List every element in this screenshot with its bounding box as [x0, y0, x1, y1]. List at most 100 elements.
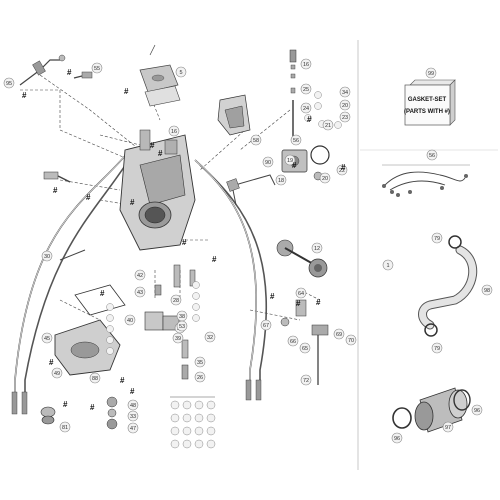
hash-mark: #	[86, 193, 91, 202]
callout-bubble	[300, 102, 312, 114]
callout-label: 45	[44, 336, 50, 342]
hose-ends	[11, 379, 262, 415]
callout-c47: 47	[127, 422, 139, 434]
callout-label: 16	[171, 129, 177, 135]
callout-c12: 12	[311, 242, 323, 254]
callout-bubble	[134, 286, 146, 298]
callout-bubble	[260, 319, 272, 331]
callout-c70: 70	[345, 334, 357, 346]
callout-label: 69	[336, 332, 342, 338]
callout-bubble	[175, 66, 187, 78]
callout-c42: 42	[134, 269, 146, 281]
callout-label: 64	[298, 291, 304, 297]
gasket-set-box: GASKET-SET (PARTS WITH #) 99	[404, 67, 456, 126]
callout-c33: 33	[127, 410, 139, 422]
callout-c24: 24	[300, 102, 312, 114]
callout-bubble	[250, 134, 262, 146]
callout-label: 58	[253, 138, 259, 144]
callout-c97: 97	[442, 421, 454, 433]
callout-label: 98	[484, 288, 490, 294]
callout-label: 35	[197, 360, 203, 366]
callout-label: 32	[207, 335, 213, 341]
callout-c34: 34	[339, 86, 351, 98]
callout-c32: 32	[204, 331, 216, 343]
callout-c48: 48	[127, 399, 139, 411]
callout-c66: 66	[287, 335, 299, 347]
callout-bubble	[431, 342, 443, 354]
callout-label: 49	[54, 371, 60, 377]
callout-label: 39	[175, 336, 181, 342]
callout-bubble	[425, 67, 437, 79]
callout-label: 67	[263, 323, 269, 329]
small-parts-column	[106, 281, 200, 355]
callout-label: 20	[342, 103, 348, 109]
callout-label: 43	[137, 290, 143, 296]
callout-c16a: 16	[300, 58, 312, 70]
hash-mark: #	[292, 161, 297, 170]
callout-bubble	[290, 134, 302, 146]
callout-c21: 21	[322, 119, 334, 131]
callout-label: 26	[197, 375, 203, 381]
carburetor-body	[119, 129, 196, 251]
bracket-part-95	[19, 54, 66, 86]
callout-bubble	[333, 328, 345, 340]
hash-mark: #	[296, 299, 301, 308]
bolt-parts	[181, 339, 189, 380]
callout-label: 88	[92, 376, 98, 382]
callout-c19: 19	[284, 154, 296, 166]
callout-bubble	[442, 421, 454, 433]
callout-label: 33	[130, 414, 136, 420]
callout-c67: 67	[260, 319, 272, 331]
callout-bubble	[59, 421, 71, 433]
callout-label: 28	[173, 298, 179, 304]
callout-c38: 38	[176, 310, 188, 322]
callout-label: 19	[287, 158, 293, 164]
hash-mark: #	[124, 87, 129, 96]
callout-c56b: 56	[426, 149, 438, 161]
callout-label: 20	[322, 176, 328, 182]
callout-label: 21	[325, 123, 331, 129]
pump-cover-part-58	[217, 94, 251, 136]
callout-label: 72	[303, 378, 309, 384]
callout-bubble	[91, 62, 103, 74]
callout-c18: 18	[275, 174, 287, 186]
callout-c79b: 79	[431, 342, 443, 354]
callout-label: 95	[6, 81, 12, 87]
callout-label: 66	[290, 339, 296, 345]
callout-label: 56	[429, 153, 435, 159]
callout-c65: 65	[299, 342, 311, 354]
callout-bubble	[339, 99, 351, 111]
callout-label: 90	[265, 160, 271, 166]
callout-c43: 43	[134, 286, 146, 298]
callout-bubble	[300, 83, 312, 95]
callout-label: 56	[293, 138, 299, 144]
hash-mark: #	[182, 238, 187, 247]
callout-label: 65	[302, 346, 308, 352]
hash-mark: #	[49, 358, 54, 367]
callout-c35: 35	[194, 356, 206, 368]
callout-c28: 28	[170, 294, 182, 306]
hash-mark: #	[150, 141, 155, 150]
callout-label: 47	[130, 426, 136, 432]
callout-label: 34	[342, 90, 348, 96]
intake-hose-part-98	[418, 235, 478, 337]
callout-c53: 53	[176, 320, 188, 332]
hash-mark: #	[316, 298, 321, 307]
hash-mark: #	[67, 68, 72, 77]
callout-c20a: 20	[339, 99, 351, 111]
callout-c98: 98	[481, 284, 493, 296]
hash-mark: #	[130, 387, 135, 396]
hash-mark: #	[158, 149, 163, 158]
callout-label: 70	[348, 338, 354, 344]
small-parts-grid	[170, 400, 216, 449]
rod-assembly-18	[289, 49, 297, 140]
callout-bubble	[299, 342, 311, 354]
callout-bubble	[339, 86, 351, 98]
callout-label: 16	[303, 62, 309, 68]
callout-bubble	[336, 164, 348, 176]
leader	[149, 44, 156, 56]
callout-bubble	[194, 356, 206, 368]
callout-c56: 56	[290, 134, 302, 146]
callout-label: 96	[474, 408, 480, 414]
